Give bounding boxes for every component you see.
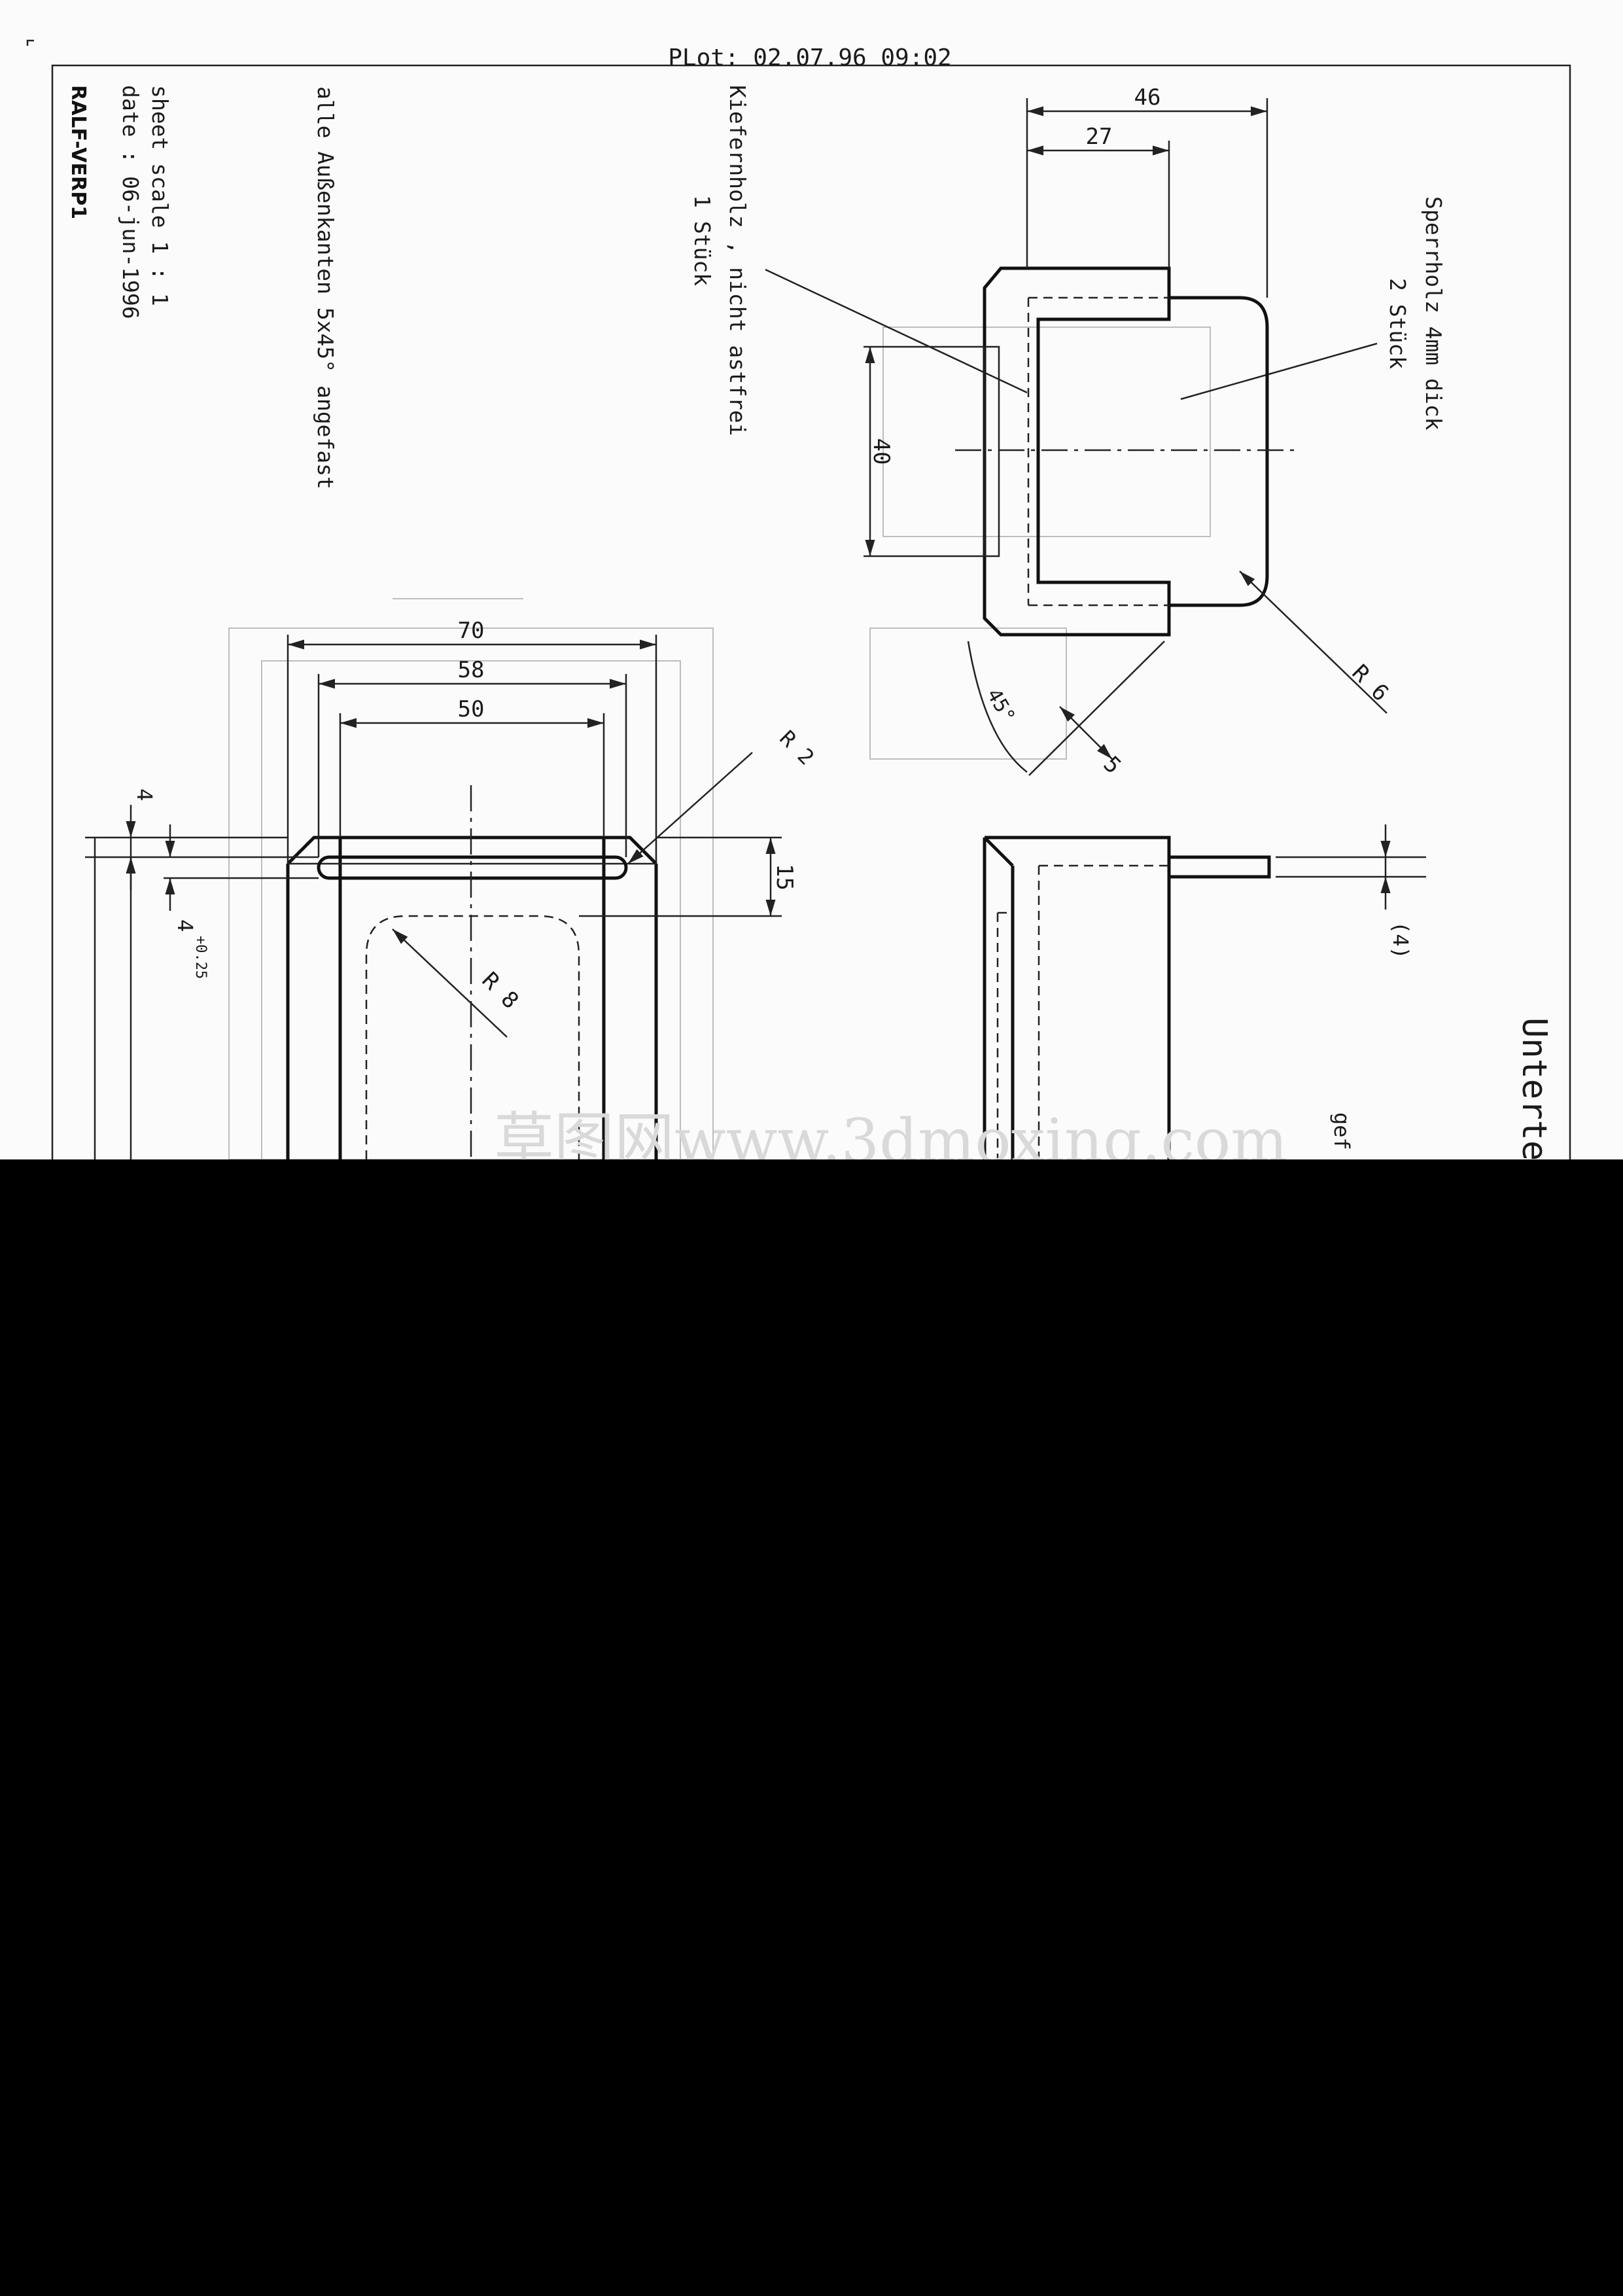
sheet-border xyxy=(51,64,1571,1159)
dim-40: 40 xyxy=(868,438,894,465)
section-view: 46 27 40 R 6 45° 5 xyxy=(864,84,1393,779)
r8-leader xyxy=(392,928,508,1038)
sheet-scale: sheet scale 1 : 1 xyxy=(147,85,173,306)
groove xyxy=(317,855,628,880)
dim-70: 70 xyxy=(458,618,485,644)
dim-4: 4 xyxy=(132,788,157,801)
dim-r2: R 2 xyxy=(775,726,819,770)
material-pine-label: Kiefernholz , nicht astfrei xyxy=(725,85,750,436)
dim-r6: R 6 xyxy=(1347,660,1394,707)
chamfer-note: alle Außenkanten 5x45° angefast xyxy=(313,86,338,489)
quantity-pine-label: 1 Stück xyxy=(689,195,715,286)
dim-15: 15 xyxy=(771,864,797,891)
drawing-date: date : 06-jun-1996 xyxy=(118,85,143,319)
dim-58: 58 xyxy=(458,657,485,683)
dim-50: 50 xyxy=(458,696,485,722)
angle-arc xyxy=(967,641,1028,773)
dim-4-paren: (4) xyxy=(1388,921,1413,959)
r6-leader xyxy=(1239,571,1387,714)
corner-mark xyxy=(26,39,34,46)
side-view: (4) xyxy=(983,824,1426,1159)
dim-5: 5 xyxy=(1098,751,1126,779)
dim-r8: R 8 xyxy=(477,967,524,1014)
technical-drawing: PLot: 02.07.96 09:02 sheet scale 1 : 1 d… xyxy=(26,39,1571,1159)
scan-blank-area xyxy=(0,1159,1623,2296)
dim-46: 46 xyxy=(1134,84,1161,111)
dim-4-tol: 4 xyxy=(173,919,198,932)
drawing-subtitle: gef xyxy=(1329,1112,1354,1150)
pine-leader-line xyxy=(765,268,1028,394)
pine-section xyxy=(983,266,1171,637)
dim-45deg: 45° xyxy=(982,685,1019,727)
dim-tolerance: +0.25 xyxy=(192,936,209,979)
watermark: 草图网www.3dmoxing.com xyxy=(494,1106,1287,1159)
plywood-outline xyxy=(1169,296,1269,607)
drawing-id: RALF-VERP1 xyxy=(67,85,90,219)
front-view: 70 58 50 R 2 R 8 4 4 +0.25 15 xyxy=(85,618,819,1159)
dim-27: 27 xyxy=(1086,124,1113,150)
plywood-leader-line xyxy=(1180,342,1378,400)
faint-background-sketch xyxy=(228,327,1211,1159)
drawing-sheet: PLot: 02.07.96 09:02 sheet scale 1 : 1 d… xyxy=(0,0,1623,1159)
material-plywood-label: Sperrholz 4mm dick xyxy=(1421,196,1446,431)
quantity-plywood-label: 2 Stück xyxy=(1385,278,1410,369)
plywood-slot xyxy=(983,345,1000,557)
hidden-pocket xyxy=(365,915,580,1159)
drawing-title: Unterteil xyxy=(1514,1017,1554,1159)
plot-stamp: PLot: 02.07.96 09:02 xyxy=(668,44,951,71)
r2-leader xyxy=(627,752,753,864)
